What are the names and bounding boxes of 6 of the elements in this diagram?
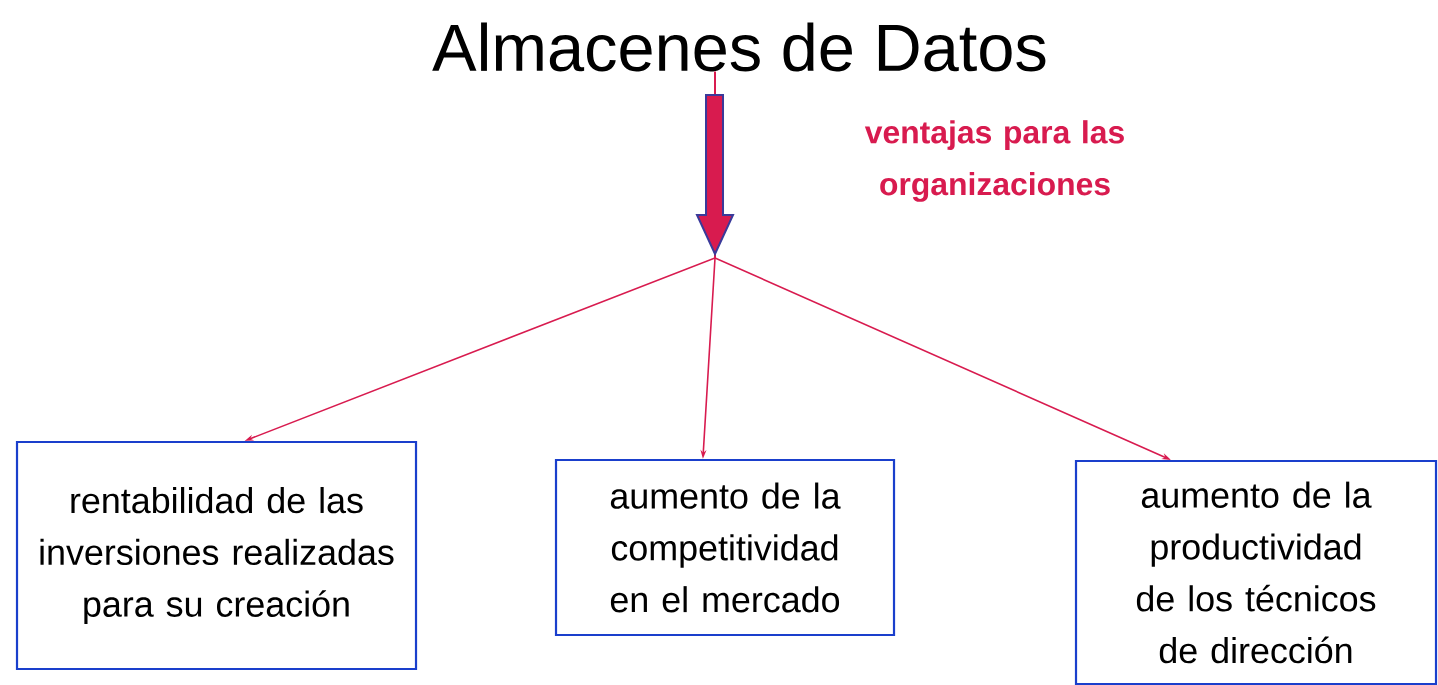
text-box: rentabilidad de las inversiones realizadas para su creación (15, 440, 418, 671)
text-box: aumento de la productividad de los técnicos de dirección (1074, 459, 1438, 685)
block-arrow (695, 94, 735, 257)
edge-label: ventajas para las organizaciones (864, 120, 1124, 202)
text-box: aumento de la competitividad en el mercado (554, 458, 896, 637)
title-text: Almacenes de Datos (432, 22, 1046, 72)
